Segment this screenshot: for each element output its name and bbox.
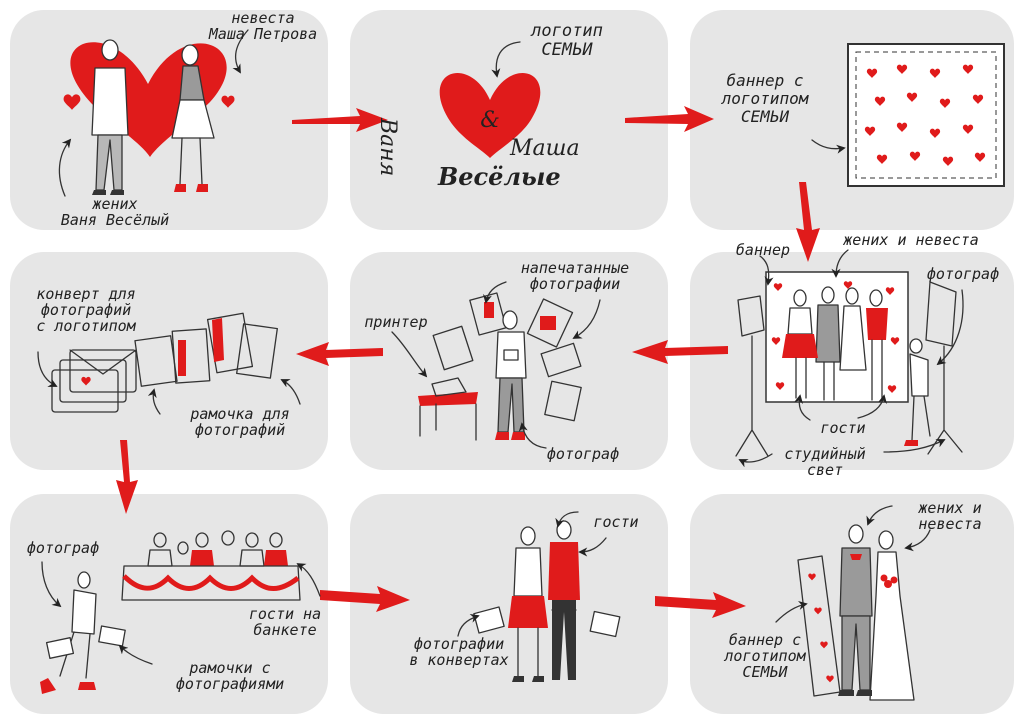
label-banner-logo-2: баннер с логотипом СЕМЬИ <box>724 631 806 681</box>
label-photo-frame: рамочка для фотографий <box>190 405 290 439</box>
panel-guests <box>350 494 668 714</box>
banquet-illustration <box>40 530 301 694</box>
logo-surname: Весёлые <box>438 162 561 191</box>
logo-right-name: Маша <box>510 136 580 161</box>
flow-arrow-5 <box>296 342 383 366</box>
printer-illustration <box>418 292 582 441</box>
label-guests: гости <box>820 419 866 437</box>
label-couple: жених и невеста <box>843 231 979 249</box>
label-banner: баннер <box>735 241 791 259</box>
label-couple-2: жених и невеста <box>918 499 982 533</box>
label-photographer-3: фотограф <box>26 539 100 557</box>
label-bride: невеста Маша Петрова <box>208 9 318 43</box>
label-banquet-guests: гости на банкете <box>248 605 322 639</box>
panel-envelope <box>10 252 328 470</box>
logo-ampersand: & <box>480 108 500 133</box>
panel-banquet <box>10 494 328 714</box>
flow-arrow-4 <box>632 340 728 364</box>
label-photographer: фотограф <box>926 265 1000 283</box>
label-groom: жених Ваня Весёлый <box>60 195 170 229</box>
label-banner-logo: баннер с логотипом СЕМЬИ <box>721 71 809 126</box>
guests-illustration <box>473 520 621 682</box>
flow-arrow-8 <box>655 592 746 618</box>
label-family-logo: логотип СЕМЬИ <box>531 21 603 60</box>
label-photographer-2: фотограф <box>546 445 620 463</box>
label-frames-with-photos: рамочки с фотографиями <box>175 659 285 693</box>
flow-arrow-2 <box>625 106 714 132</box>
couple-illustration <box>63 39 235 195</box>
flow-arrow-6 <box>116 440 138 514</box>
banner-illustration <box>847 43 1005 187</box>
flow-arrow-1 <box>292 108 388 132</box>
envelope-frame-illustration <box>51 312 278 413</box>
label-printer: принтер <box>364 313 428 331</box>
photoshoot-illustration <box>735 271 963 457</box>
label-printed-photos: напечатанные фотографии <box>520 259 630 293</box>
family-logo-illustration <box>439 73 541 158</box>
flow-arrow-7 <box>320 586 410 612</box>
label-photos-in-envelopes: фотографии в конвертах <box>409 635 509 669</box>
couple-banner-illustration <box>797 524 915 701</box>
label-guests-2: гости <box>593 513 639 531</box>
label-envelope: конверт для фотографий с логотипом <box>36 285 136 335</box>
label-studio-light: студийный свет <box>784 445 866 479</box>
logo-left-name: Ваня <box>375 118 400 177</box>
flow-arrow-3 <box>796 182 820 262</box>
